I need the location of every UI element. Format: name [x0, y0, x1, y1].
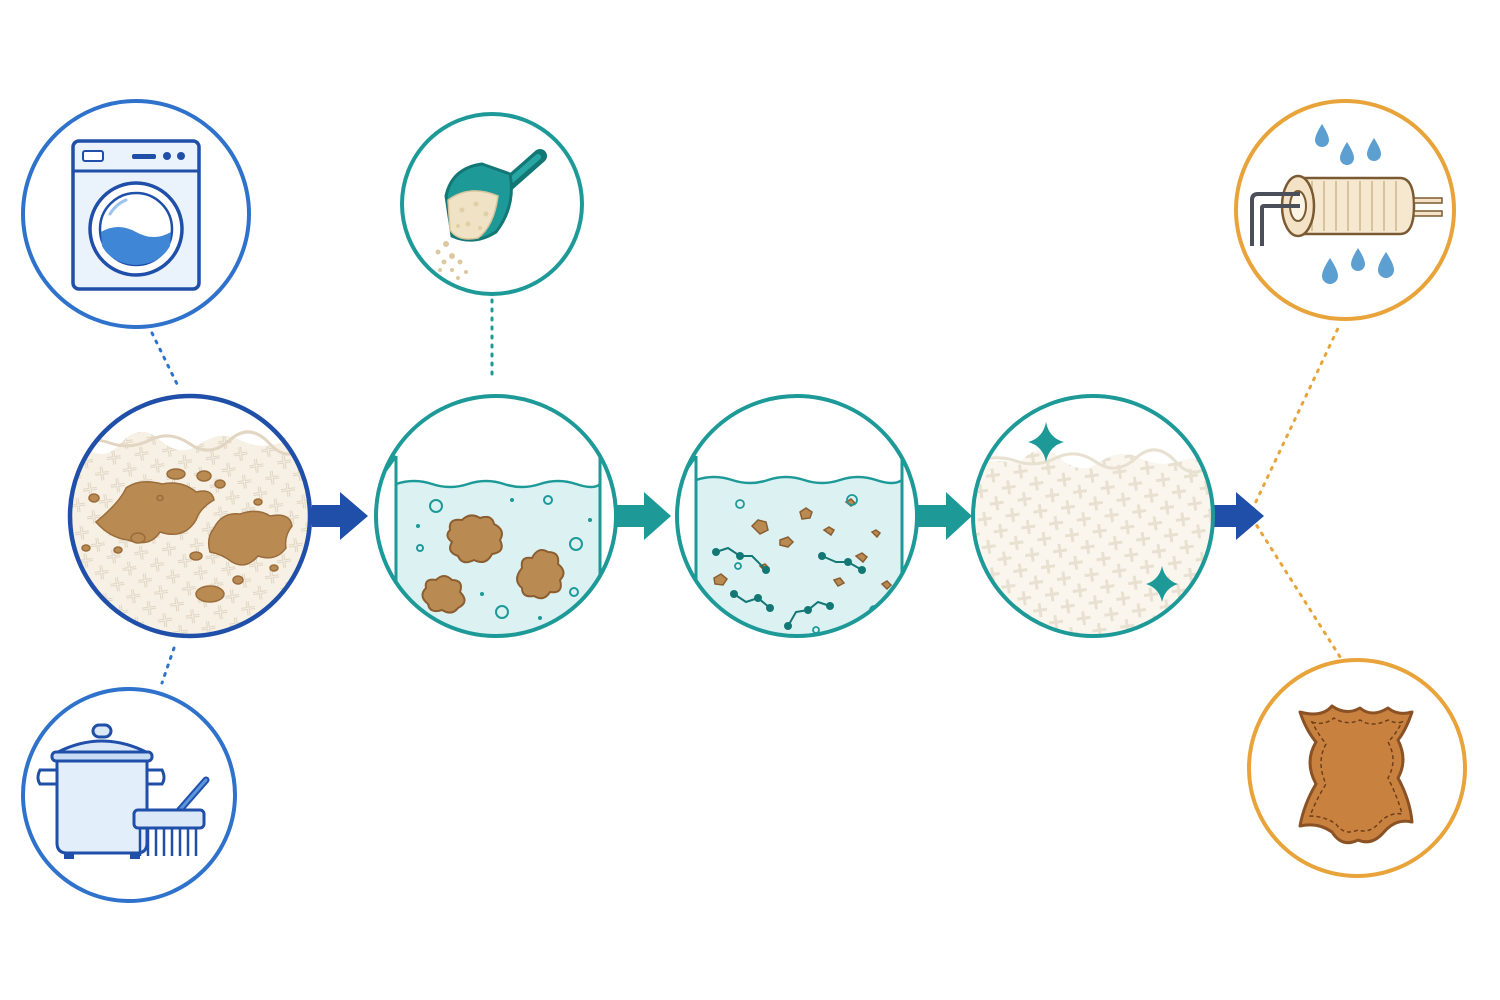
connector-split-to-filter — [1250, 322, 1342, 512]
leather-node — [1247, 658, 1467, 878]
connector-stain-to-cookware — [160, 646, 176, 685]
connector-split-to-leather — [1250, 516, 1344, 662]
step-breakdown — [675, 394, 919, 638]
flow-arrows — [312, 492, 1264, 540]
water-filter-node — [1234, 99, 1456, 321]
leather-hide-icon — [1298, 704, 1414, 845]
washing-machine-icon — [71, 139, 201, 291]
sparkle-icons — [1028, 422, 1178, 602]
step-clean-fabric — [971, 394, 1215, 638]
arrow-2 — [616, 492, 671, 540]
connector-washer-to-stain — [150, 331, 180, 388]
detergent-scoop-icon — [435, 149, 547, 280]
arrow-4 — [1214, 492, 1264, 540]
washing-machine-node — [21, 99, 251, 329]
stained-fabric-icon — [70, 396, 310, 636]
cooking-pot-and-brush-icon — [36, 723, 210, 859]
arrow-1 — [312, 492, 368, 540]
enzyme-breakdown-icon — [677, 396, 917, 636]
connectors — [150, 298, 1344, 685]
water-drop-icons — [1315, 124, 1394, 284]
cookware-node — [21, 687, 237, 903]
clean-fabric-icon — [973, 396, 1213, 636]
detergent-node — [400, 112, 584, 296]
step-stained-fabric — [67, 393, 313, 639]
step-soaking — [374, 394, 618, 638]
stain-soaking-icon — [376, 396, 616, 636]
arrow-3 — [918, 492, 972, 540]
water-filter-cartridge-icon — [1250, 124, 1443, 284]
